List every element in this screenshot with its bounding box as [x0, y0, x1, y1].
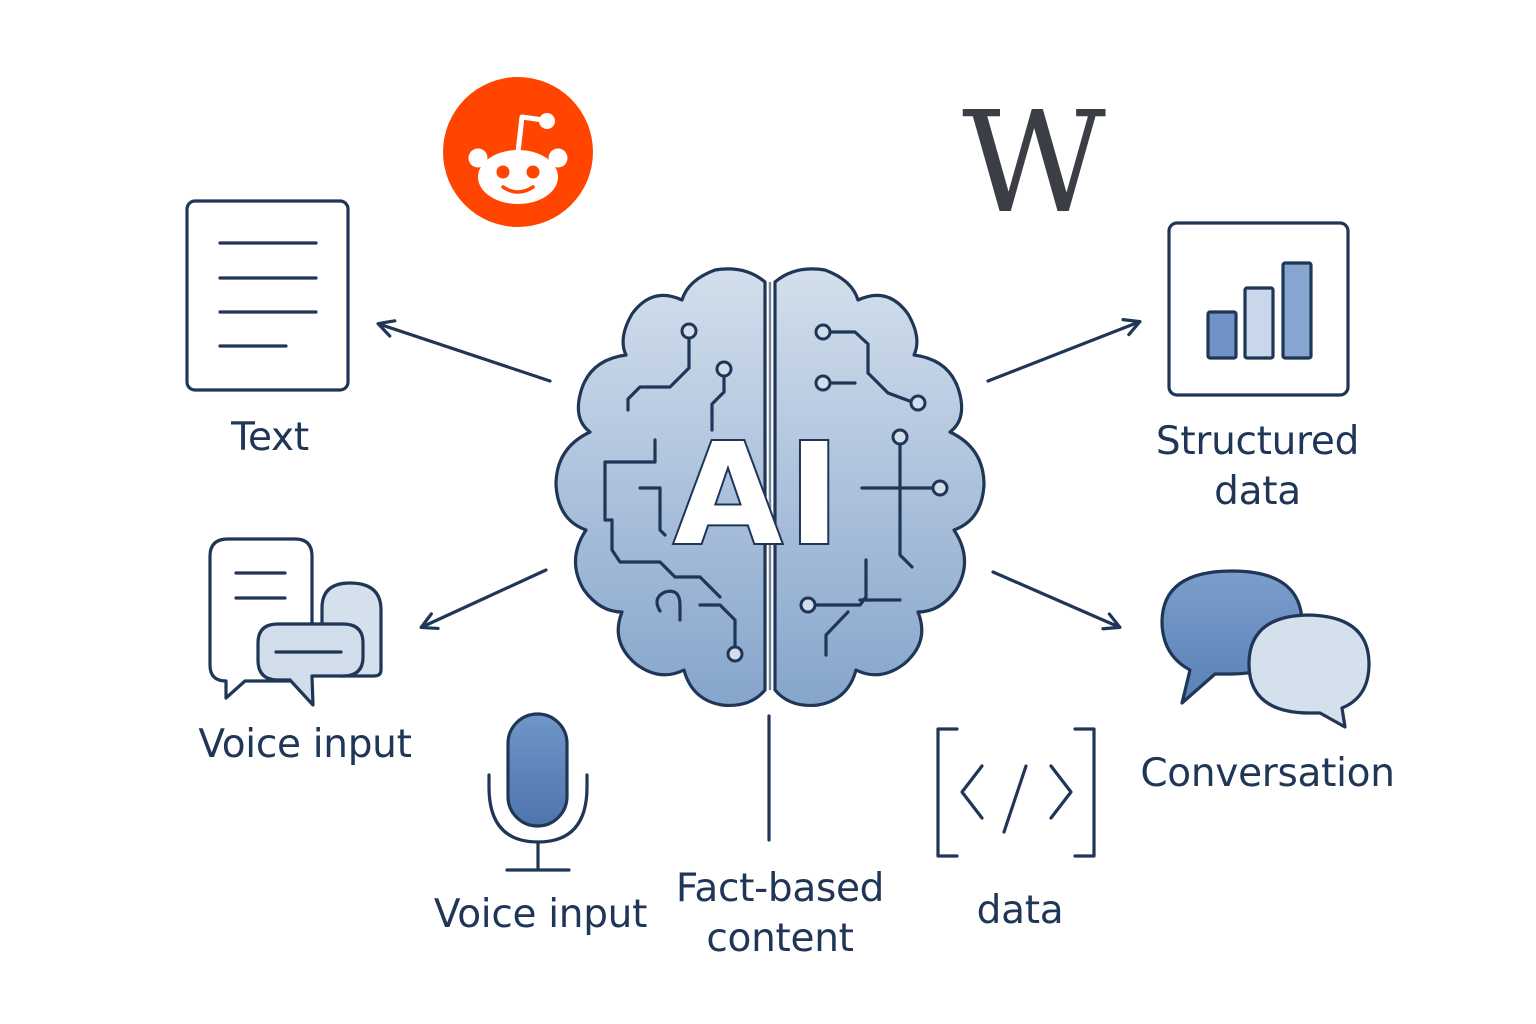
- structured-data-line-2: data: [1214, 469, 1301, 514]
- structured-data-label: Structured data: [1135, 417, 1380, 517]
- arrow-to-voice-input: [419, 568, 548, 631]
- fact-based-line-2: content: [706, 916, 854, 961]
- wikipedia-logo-icon: W: [962, 82, 1106, 245]
- reddit-logo-icon: [443, 77, 593, 227]
- brain-circuit-icon: [554, 267, 986, 708]
- fact-based-content-label: Fact-based content: [660, 864, 900, 964]
- chat-bubbles-icon: [208, 537, 383, 707]
- text-label: Text: [231, 415, 309, 460]
- arrow-to-conversation: [991, 570, 1122, 631]
- conversation-bubbles-icon: [1160, 569, 1371, 729]
- voice-input-left-label: Voice input: [198, 722, 412, 767]
- structured-data-line-1: Structured: [1155, 419, 1360, 464]
- arrows: [376, 318, 1142, 842]
- fact-based-line-1: Fact-based: [675, 866, 885, 911]
- arrow-to-text: [376, 319, 552, 383]
- conversation-label: Conversation: [1140, 751, 1395, 796]
- bar-chart-icon: [1167, 221, 1350, 397]
- code-brackets-icon: [936, 727, 1096, 858]
- arrow-to-structured-data: [986, 318, 1142, 383]
- microphone-icon: [487, 712, 589, 872]
- data-label: data: [976, 888, 1064, 933]
- voice-input-bottom-label: Voice input: [433, 892, 648, 937]
- center-ai-text: AI: [674, 414, 846, 577]
- document-icon: [185, 199, 350, 392]
